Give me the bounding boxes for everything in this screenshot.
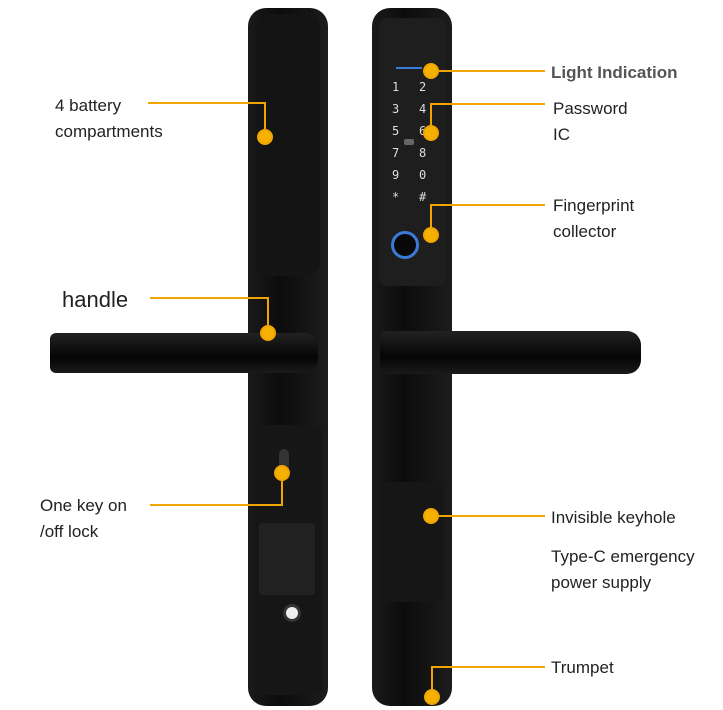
fingerprint-callout-line	[430, 204, 545, 235]
keypad-key[interactable]: 1	[392, 80, 400, 94]
keypad-key[interactable]: 2	[419, 80, 427, 94]
one-key-label-line1: One key on	[40, 496, 127, 515]
battery-callout-dot	[257, 129, 273, 145]
battery-cover	[256, 14, 320, 276]
keypad-key[interactable]: 9	[392, 168, 400, 182]
password-label-line2: IC	[553, 125, 570, 144]
typec-label-line1: Type-C emergency	[551, 547, 695, 566]
screw-hole	[283, 604, 301, 622]
one-key-label-line2: /off lock	[40, 522, 99, 541]
keypad-key[interactable]: 0	[419, 168, 427, 182]
light-indicator	[396, 67, 422, 69]
keypad-key[interactable]: 3	[392, 102, 400, 116]
fingerprint-sensor[interactable]	[391, 231, 419, 259]
typec-label-line2: power supply	[551, 573, 652, 592]
front-lower-panel	[380, 482, 444, 602]
trumpet-callout-dot	[424, 689, 440, 705]
keypad-key[interactable]: 5	[392, 124, 400, 138]
fingerprint-label: Fingerprint collector	[553, 193, 634, 245]
keypad-key[interactable]: 7	[392, 146, 400, 160]
keypad-key[interactable]: 4	[419, 102, 427, 116]
light-callout-dot	[423, 63, 439, 79]
back-handle	[50, 333, 318, 373]
keypad-key[interactable]: *	[392, 190, 400, 204]
password-label-line1: Password	[553, 99, 628, 118]
back-square-cover	[259, 523, 315, 595]
handle-callout-line	[150, 297, 269, 333]
keypad-key[interactable]: 8	[419, 146, 427, 160]
light-label: Light Indication	[551, 63, 678, 82]
battery-label: 4 battery compartments	[55, 93, 163, 145]
keyhole-callout-dot	[423, 508, 439, 524]
card-reader-icon	[404, 139, 414, 145]
front-handle	[380, 331, 641, 374]
battery-callout-line	[148, 102, 266, 137]
one-key-callout-line	[150, 473, 283, 506]
fingerprint-label-line1: Fingerprint	[553, 196, 635, 215]
fingerprint-label-line2: collector	[553, 222, 617, 241]
handle-callout-dot	[260, 325, 276, 341]
fingerprint-callout-dot	[423, 227, 439, 243]
password-callout-dot	[423, 125, 439, 141]
handle-label: handle	[62, 287, 129, 312]
typec-label: Type-C emergency power supply	[551, 544, 695, 596]
battery-label-line2: compartments	[55, 122, 163, 141]
one-key-label: One key on/off lock	[40, 493, 127, 545]
password-callout-line	[430, 103, 545, 133]
trumpet-callout-line	[431, 666, 545, 697]
keypad-key[interactable]: 6	[419, 124, 427, 138]
switch-slot	[279, 449, 289, 473]
one-key-callout-dot	[274, 465, 290, 481]
trumpet-label: Trumpet	[551, 658, 614, 677]
battery-label-line1: 4 battery	[55, 96, 122, 115]
keyhole-label: Invisible keyhole	[551, 508, 676, 527]
keypad-key[interactable]: #	[419, 190, 427, 204]
